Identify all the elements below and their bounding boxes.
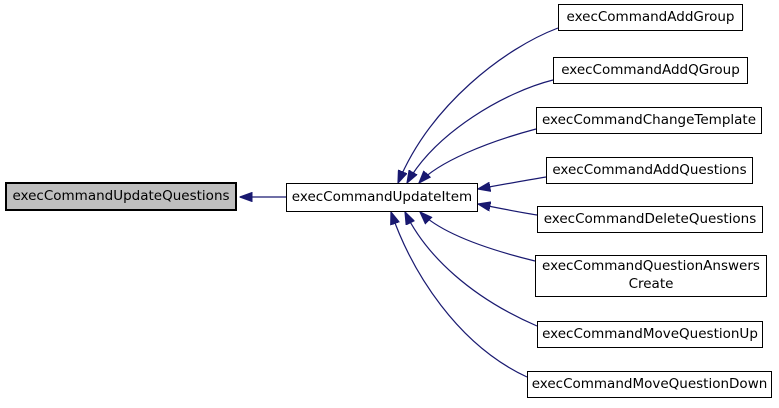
- node-execCommandMoveQuestionDown[interactable]: execCommandMoveQuestionDown: [527, 371, 772, 398]
- edge-execCommandChangeTemplate-to-execCommandUpdateItem: [419, 128, 537, 183]
- edge-execCommandAddGroup-to-execCommandUpdateItem: [398, 27, 559, 183]
- node-execCommandMoveQuestionUp[interactable]: execCommandMoveQuestionUp: [537, 321, 763, 348]
- node-execCommandDeleteQuestions[interactable]: execCommandDeleteQuestions: [537, 206, 763, 233]
- edge-execCommandMoveQuestionUp-to-execCommandUpdateItem: [405, 212, 538, 327]
- node-label: execCommandAddQuestions: [552, 161, 747, 178]
- node-execCommandAddQuestions[interactable]: execCommandAddQuestions: [546, 157, 753, 184]
- node-label: execCommandAddGroup: [566, 8, 735, 25]
- node-label: execCommandMoveQuestionDown: [531, 375, 768, 392]
- node-label: execCommandAddQGroup: [561, 61, 740, 78]
- edge-execCommandAddQGroup-to-execCommandUpdateItem: [407, 79, 554, 183]
- edge-execCommandDeleteQuestions-to-execCommandUpdateItem: [478, 204, 538, 216]
- node-execCommandQuestionAnswersCreate[interactable]: execCommandQuestionAnswers Create: [535, 255, 767, 297]
- node-execCommandUpdateItem[interactable]: execCommandUpdateItem: [286, 183, 478, 212]
- node-label-line2: Create: [628, 276, 674, 292]
- edge-execCommandQuestionAnswersCreate-to-execCommandUpdateItem: [420, 212, 536, 262]
- node-execCommandAddQGroup[interactable]: execCommandAddQGroup: [553, 57, 748, 84]
- node-label-line1: execCommandQuestionAnswers: [542, 258, 760, 275]
- node-label: execCommandUpdateItem: [291, 188, 473, 205]
- node-label: execCommandMoveQuestionUp: [542, 325, 758, 342]
- node-execCommandAddGroup[interactable]: execCommandAddGroup: [558, 4, 743, 31]
- node-execCommandUpdateQuestions: execCommandUpdateQuestions: [5, 182, 237, 211]
- node-label: execCommandDeleteQuestions: [543, 210, 757, 227]
- node-label: execCommandChangeTemplate: [541, 111, 757, 128]
- edge-execCommandAddQuestions-to-execCommandUpdateItem: [478, 176, 547, 189]
- node-execCommandChangeTemplate[interactable]: execCommandChangeTemplate: [536, 107, 762, 134]
- node-label: execCommandUpdateQuestions: [12, 187, 230, 204]
- edge-execCommandMoveQuestionDown-to-execCommandUpdateItem: [391, 212, 528, 378]
